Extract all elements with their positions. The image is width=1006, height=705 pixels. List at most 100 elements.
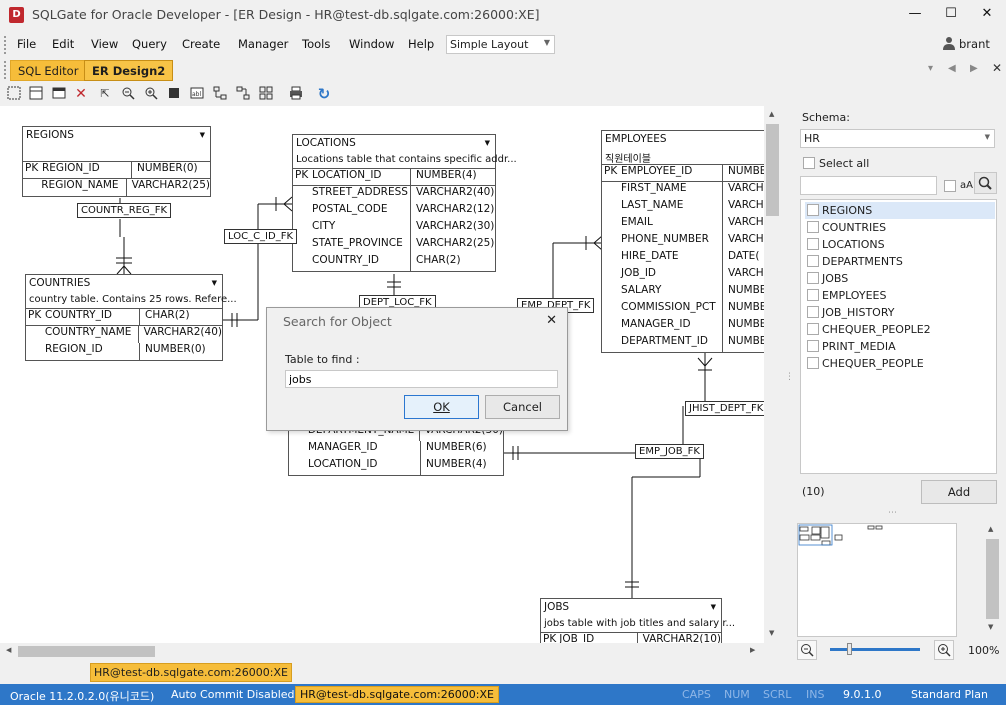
relation-loc-c-id-fk[interactable]: LOC_C_ID_FK [224,229,298,244]
search-button[interactable] [974,172,997,194]
list-item[interactable]: PRINT_MEDIA [805,338,995,355]
abl-icon[interactable]: abl [189,86,205,102]
add-button[interactable]: Add [921,480,997,504]
scroll-thumb[interactable] [766,124,779,216]
entity-locations[interactable]: LOCATIONS▼ Locations table that contains… [292,134,517,272]
entity-name: COUNTRIES [29,277,91,289]
canvas-horizontal-scrollbar[interactable]: ◀ ▶ [0,643,764,659]
select-all-checkbox[interactable] [803,157,815,169]
align-bottom-icon[interactable] [235,86,251,102]
list-item[interactable]: JOBS [805,270,995,287]
status-autocommit[interactable]: Auto Commit Disabled [171,688,295,701]
align-left-icon[interactable] [212,86,228,102]
menu-grip-icon [4,36,6,54]
list-item[interactable]: CHEQUER_PEOPLE2 [805,321,995,338]
tab-next-icon[interactable]: ▶ [970,63,978,74]
close-window-button[interactable]: ✕ [981,6,993,21]
menu-manager[interactable]: Manager [238,37,289,51]
table-to-find-label: Table to find : [285,353,360,366]
select-icon[interactable] [6,86,22,102]
tab-dropdown-icon[interactable]: ▾ [928,63,934,74]
list-item[interactable]: JOB_HISTORY [805,304,995,321]
app-logo-icon: D [9,7,24,23]
splitter-grip-icon[interactable]: ⋯ [888,508,897,518]
zoom-out-button[interactable] [797,640,817,660]
zoom-out-icon[interactable] [120,86,136,102]
entity-jobs[interactable]: JOBS▼ jobs table with job titles and sal… [540,598,735,650]
scroll-thumb[interactable] [986,539,999,619]
chevron-down-icon[interactable]: ▼ [199,131,205,139]
menu-query[interactable]: Query [132,37,167,51]
print-icon[interactable] [288,86,304,102]
zoom-slider[interactable] [830,648,920,651]
layout-select[interactable]: Simple Layout ▼ [446,35,555,54]
minimap-scrollbar[interactable]: ▲ ▼ [984,523,1001,637]
ok-button[interactable]: OK [404,395,479,419]
menu-help[interactable]: Help [408,37,435,51]
tab-close-icon[interactable]: ✕ [992,61,1003,75]
user-name[interactable]: brant [959,37,990,51]
relation-countr-reg-fk[interactable]: COUNTR_REG_FK [77,203,172,218]
case-sensitive-checkbox[interactable] [944,180,956,192]
minimap[interactable] [797,523,957,637]
relation-jhist-dept-fk[interactable]: JHIST_DEPT_FK [685,401,768,416]
add-entity-icon[interactable] [28,86,44,102]
menu-edit[interactable]: Edit [52,37,75,51]
menu-create[interactable]: Create [182,37,221,51]
menu-tools[interactable]: Tools [302,37,331,51]
list-item[interactable]: DEPARTMENTS [805,253,995,270]
filter-input[interactable] [800,176,937,195]
tab-sql-editor[interactable]: SQL Editor [10,60,87,81]
schema-select[interactable]: HR ▼ [800,129,995,148]
entity-countries[interactable]: COUNTRIES▼ country table. Contains 25 ro… [25,274,237,361]
chevron-down-icon[interactable]: ▼ [710,603,716,611]
menu-file[interactable]: File [17,37,37,51]
list-item[interactable]: CHEQUER_PEOPLE [805,355,995,372]
minimize-button[interactable]: — [908,6,922,21]
table-to-find-input[interactable] [285,370,558,388]
tab-prev-icon[interactable]: ◀ [948,63,956,74]
scroll-thumb[interactable] [18,646,155,657]
chevron-down-icon[interactable]: ▼ [484,139,490,147]
list-item[interactable]: EMPLOYEES [805,287,995,304]
close-icon[interactable]: ✕ [546,313,557,328]
grid-icon[interactable] [258,86,274,102]
menu-window[interactable]: Window [349,37,395,51]
status-connection[interactable]: HR@test-db.sqlgate.com:26000:XE [295,686,499,703]
refresh-icon[interactable]: ↻ [317,85,331,103]
relation-emp-job-fk[interactable]: EMP_JOB_FK [635,444,704,459]
cancel-button[interactable]: Cancel [485,395,560,419]
list-item[interactable]: REGIONS [805,202,995,219]
tab-er-design2[interactable]: ER Design2 [84,60,174,81]
scroll-right-icon: ▶ [750,646,756,654]
zoom-in-button[interactable] [934,640,954,660]
zoom-slider-handle[interactable] [847,643,852,655]
list-item[interactable]: LOCATIONS [805,236,995,253]
search-icon [978,176,992,190]
menu-view[interactable]: View [91,37,119,51]
canvas-vertical-scrollbar[interactable]: ▲ ▼ [764,106,781,643]
fit-icon[interactable] [166,86,182,102]
note-icon[interactable] [51,86,67,102]
pointer-icon[interactable]: ⇱ [100,87,110,100]
object-list: REGIONS COUNTRIES LOCATIONS DEPARTMENTS … [800,199,997,474]
list-item[interactable]: COUNTRIES [805,219,995,236]
zoom-in-icon[interactable] [143,86,159,102]
document-tab-connection[interactable]: HR@test-db.sqlgate.com:26000:XE [90,663,292,682]
zoom-in-icon [938,644,951,657]
delete-icon[interactable]: ✕ [75,86,87,102]
splitter-grip-icon[interactable]: ⋮ [785,372,794,382]
chevron-down-icon[interactable]: ▼ [211,279,217,287]
maximize-button[interactable]: ☐ [945,6,957,21]
